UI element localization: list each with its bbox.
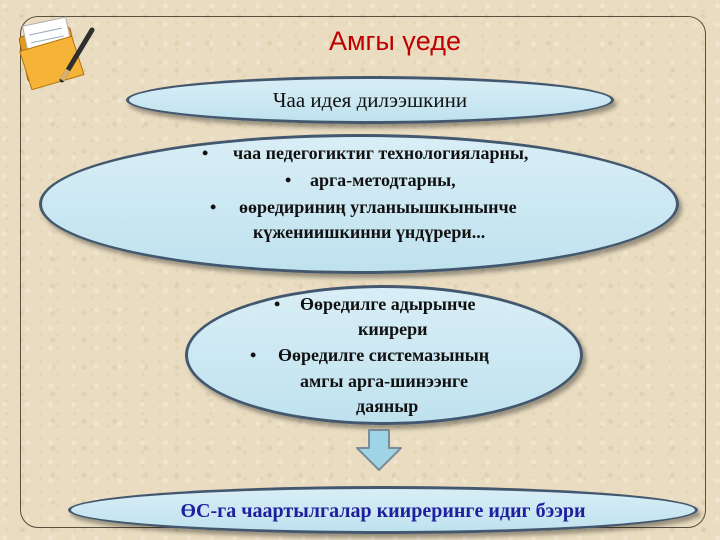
lower-bullet-2-line-1: Өөредилге системазының	[278, 345, 490, 365]
middle-ellipse: • чаа педегогиктиг технологияларны, • ар…	[39, 134, 679, 274]
down-arrow-icon	[356, 429, 402, 471]
middle-bullet-2: арга-методтарны,	[310, 170, 456, 190]
lower-bullet-2-line-2: амгы арга-шинээнге	[300, 371, 468, 391]
bullet-icon: •	[202, 143, 209, 163]
lower-bullet-1-line-2: киирери	[358, 319, 428, 339]
bullet-icon: •	[274, 294, 281, 314]
middle-bullet-1: чаа педегогиктиг технологияларны,	[233, 143, 529, 163]
middle-bullet-3-line-2: күжениишкинни үндүрери...	[253, 222, 486, 242]
bottom-ellipse: ӨС-га чаартылгалар киирерингe идиг бээри	[68, 486, 698, 534]
bottom-ellipse-text: ӨС-га чаартылгалар киирерингe идиг бээри	[180, 500, 586, 522]
lower-bullet-2-line-3: даяныр	[356, 396, 419, 416]
folder-with-pen-icon	[18, 16, 95, 90]
lower-ellipse: • Өөредилге адырынче киирери • Өөредилге…	[185, 285, 583, 425]
bullet-icon: •	[210, 197, 217, 217]
bullet-icon: •	[250, 345, 257, 365]
slide-title: Амгы үеде	[328, 26, 462, 56]
top-ellipse-text: Чаа идея дилээшкини	[272, 88, 468, 112]
lower-bullet-1-line-1: Өөредилге адырынче	[300, 294, 476, 314]
middle-bullet-3-line-1: өөредириниң угланыышкынынче	[239, 197, 517, 217]
top-ellipse: Чаа идея дилээшкини	[126, 76, 614, 124]
bullet-icon: •	[285, 170, 292, 190]
